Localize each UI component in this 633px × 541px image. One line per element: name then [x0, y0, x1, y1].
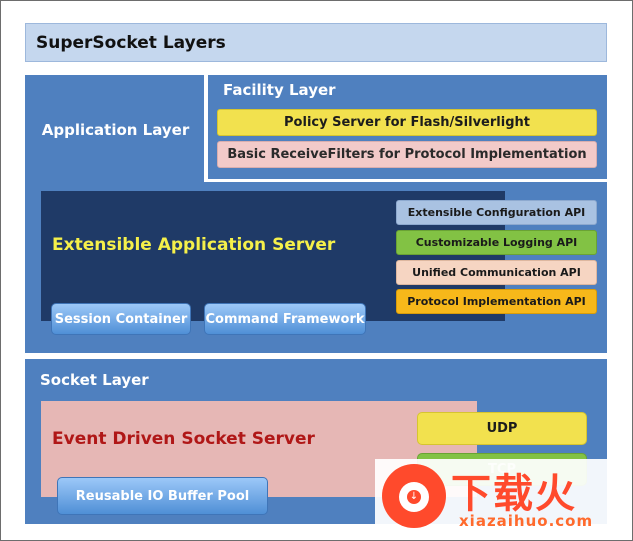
layer-divider-vertical — [204, 75, 208, 182]
event-driven-socket-server-label: Event Driven Socket Server — [52, 429, 315, 449]
layer-divider-horizontal — [204, 179, 607, 182]
policy-server-box: Policy Server for Flash/Silverlight — [217, 109, 597, 136]
logging-api-box: Customizable Logging API — [396, 230, 597, 255]
io-buffer-pool-box: Reusable IO Buffer Pool — [57, 477, 268, 515]
udp-box: UDP — [417, 412, 587, 445]
communication-api-box: Unified Communication API — [396, 260, 597, 285]
diagram-title: SuperSocket Layers — [25, 23, 607, 62]
configuration-api-box: Extensible Configuration API — [396, 200, 597, 225]
protocol-implementation-api-box: Protocol Implementation API — [396, 289, 597, 314]
application-layer-panel — [25, 75, 206, 182]
session-container-box: Session Container — [51, 303, 191, 335]
application-layer-label: Application Layer — [41, 121, 190, 139]
receive-filters-box: Basic ReceiveFilters for Protocol Implem… — [217, 141, 597, 168]
watermark-url: xiazaihuo.com — [459, 512, 594, 530]
socket-layer-label: Socket Layer — [40, 371, 149, 389]
download-arrow-icon: ↓ — [407, 490, 421, 504]
extensible-application-server-label: Extensible Application Server — [52, 235, 336, 255]
watermark-brand: 下载火 — [451, 471, 577, 517]
command-framework-box: Command Framework — [204, 303, 366, 335]
facility-layer-label: Facility Layer — [223, 81, 336, 99]
